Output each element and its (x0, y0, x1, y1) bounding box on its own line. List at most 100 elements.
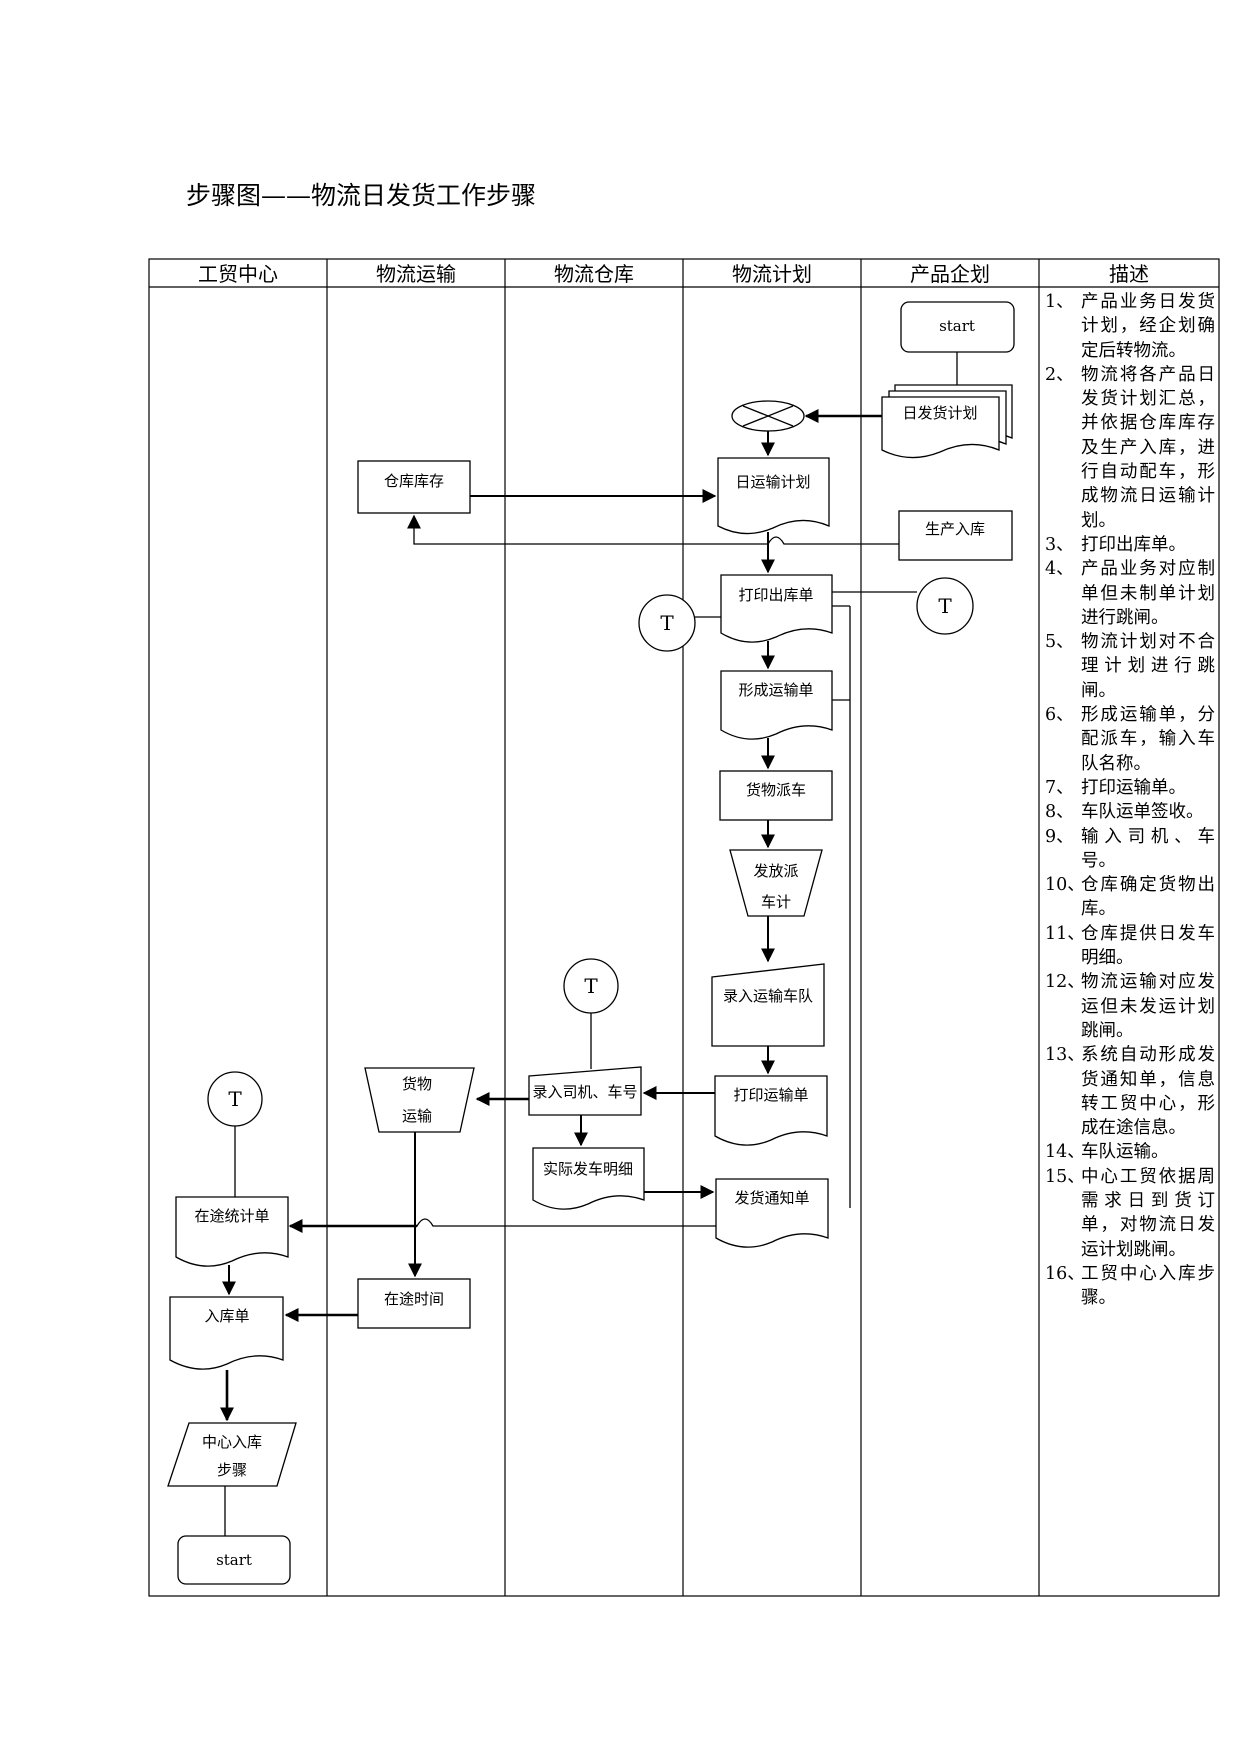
page-title: 步骤图——物流日发货工作步骤 (186, 181, 537, 210)
in-transit-time-label: 在途时间 (384, 1290, 444, 1308)
form-waybill-doc (720, 670, 833, 740)
in-transit-stat-label: 在途统计单 (194, 1207, 269, 1225)
start-bottom-label: start (216, 1551, 252, 1569)
center-inbound-parallelogram (167, 1422, 297, 1487)
t-connector-label: T (660, 611, 674, 635)
description-text: 物流将各产品日发货计划汇总，并依据仓库库存及生产入库，进行自动配车，形成物流日运… (1081, 364, 1215, 531)
enter-driver-manual-input (528, 1066, 642, 1116)
daily-plan-label: 日发货计划 (902, 404, 977, 422)
description-item: 14、车队运输。 (1045, 1140, 1215, 1164)
warehouse-stock-label: 仓库库存 (384, 472, 444, 490)
description-text: 工贸中心入库步骤。 (1081, 1263, 1215, 1309)
description-number: 2、 (1045, 364, 1074, 385)
in-transit-stat-doc (175, 1196, 289, 1267)
summing-junction (731, 400, 805, 432)
description-number: 8、 (1045, 802, 1074, 823)
dispatch-box (719, 770, 833, 821)
description-text: 中心工贸依据周需求日到货订单，对物流日发运计划跳闸。 (1081, 1166, 1215, 1260)
print-waybill-label: 打印运输单 (733, 1086, 808, 1104)
description-item: 8、车队运单签收。 (1045, 800, 1215, 824)
column-header: 描述 (1109, 262, 1149, 286)
description-item: 3、打印出库单。 (1045, 533, 1215, 557)
description-item: 6、形成运输单，分配派车，输入车队名称。 (1045, 703, 1215, 776)
goods-transport-label-1: 货物 (402, 1075, 432, 1093)
t-connector (638, 594, 696, 652)
t-connector (916, 577, 974, 635)
description-number: 12、 (1045, 972, 1085, 993)
ship-notice-label: 发货通知单 (734, 1189, 809, 1207)
dispatch-label: 货物派车 (746, 781, 806, 799)
column-header: 物流运输 (376, 262, 456, 286)
description-text: 系统自动形成发货通知单，信息转工贸中心，形成在途信息。 (1081, 1045, 1215, 1139)
description-text: 仓库确定货物出库。 (1081, 875, 1215, 920)
description-number: 7、 (1045, 777, 1074, 798)
goods-transport-label-2: 运输 (402, 1107, 432, 1125)
daily-transport-plan-doc (717, 457, 830, 535)
description-text: 仓库提供日发车明细。 (1081, 923, 1215, 969)
print-waybill-doc (714, 1075, 828, 1146)
description-item: 4、产品业务对应制单但未制单计划进行跳闸。 (1045, 557, 1215, 630)
dispatch-stat-label-1: 发放派 (753, 862, 798, 880)
daily-transport-plan-label: 日运输计划 (735, 473, 810, 491)
swimlane-table (148, 258, 1220, 1597)
actual-detail-doc (532, 1147, 645, 1210)
connectors (220, 352, 958, 1536)
t-connector-label: T (938, 594, 952, 618)
description-item: 13、系统自动形成发货通知单，信息转工贸中心，形成在途信息。 (1045, 1043, 1215, 1140)
description-list: 1、产品业务日发货计划，经企划确定后转物流。2、物流将各产品日发货计划汇总，并依… (1045, 290, 1215, 1310)
inbound-sheet-doc (169, 1296, 284, 1370)
description-item: 11、仓库提供日发车明细。 (1045, 922, 1215, 971)
description-text: 输入司机、车号。 (1081, 826, 1215, 871)
description-number: 5、 (1045, 632, 1074, 653)
warehouse-stock-box (357, 460, 471, 514)
description-number: 9、 (1045, 826, 1074, 847)
center-inbound-label-1: 中心入库 (202, 1433, 262, 1451)
description-number: 10、 (1045, 875, 1085, 896)
description-number: 13、 (1045, 1045, 1085, 1066)
daily-plan-multidoc (881, 384, 1013, 459)
enter-fleet-manual-input (711, 963, 825, 1047)
production-in-box (898, 510, 1013, 561)
description-item: 7、打印运输单。 (1045, 776, 1215, 800)
goods-transport-trapezoid (364, 1067, 475, 1133)
description-number: 14、 (1045, 1142, 1085, 1163)
form-waybill-label: 形成运输单 (738, 681, 813, 699)
description-number: 16、 (1045, 1263, 1085, 1284)
column-header: 物流计划 (732, 262, 812, 286)
description-item: 2、物流将各产品日发货计划汇总，并依据仓库库存及生产入库，进行自动配车，形成物流… (1045, 363, 1215, 533)
start-terminal-bottom (177, 1535, 291, 1585)
description-number: 4、 (1045, 559, 1074, 580)
print-outbound-label: 打印出库单 (738, 586, 813, 604)
column-headers: 工贸中心 物流运输 物流仓库 物流计划 产品企划 描述 (198, 262, 1149, 286)
description-text: 产品业务对应制单但未制单计划进行跳闸。 (1081, 559, 1215, 628)
inbound-sheet-label: 入库单 (204, 1307, 249, 1325)
description-text: 车队运输。 (1081, 1142, 1169, 1163)
t-connector-label: T (228, 1087, 242, 1111)
column-header: 工贸中心 (198, 262, 278, 286)
description-text: 打印出库单。 (1081, 534, 1186, 555)
description-item: 15、中心工贸依据周需求日到货订单，对物流日发运计划跳闸。 (1045, 1165, 1215, 1262)
t-connector-label: T (584, 974, 598, 998)
in-transit-time-box (357, 1278, 471, 1329)
description-number: 3、 (1045, 534, 1074, 555)
description-text: 形成运输单，分配派车，输入车队名称。 (1081, 705, 1215, 774)
description-text: 打印运输单。 (1081, 777, 1186, 798)
start-label: start (939, 317, 975, 335)
description-number: 1、 (1045, 292, 1074, 312)
production-in-label: 生产入库 (925, 520, 985, 538)
description-item: 9、输入司机、车号。 (1045, 825, 1215, 874)
description-text: 物流运输对应发运但未发运计划跳闸。 (1081, 972, 1215, 1041)
actual-detail-label: 实际发车明细 (543, 1160, 633, 1178)
print-outbound-doc (720, 574, 833, 643)
description-item: 1、产品业务日发货计划，经企划确定后转物流。 (1045, 290, 1215, 363)
column-header: 产品企划 (910, 262, 990, 286)
dispatch-stat-trapezoid (729, 849, 823, 917)
description-item: 10、仓库确定货物出库。 (1045, 873, 1215, 922)
description-item: 12、物流运输对应发运但未发运计划跳闸。 (1045, 970, 1215, 1043)
center-inbound-label-2: 步骤 (217, 1461, 247, 1479)
description-text: 产品业务日发货计划，经企划确定后转物流。 (1081, 292, 1215, 361)
description-number: 6、 (1045, 705, 1074, 726)
description-item: 16、工贸中心入库步骤。 (1045, 1262, 1215, 1311)
description-number: 11、 (1045, 923, 1085, 944)
